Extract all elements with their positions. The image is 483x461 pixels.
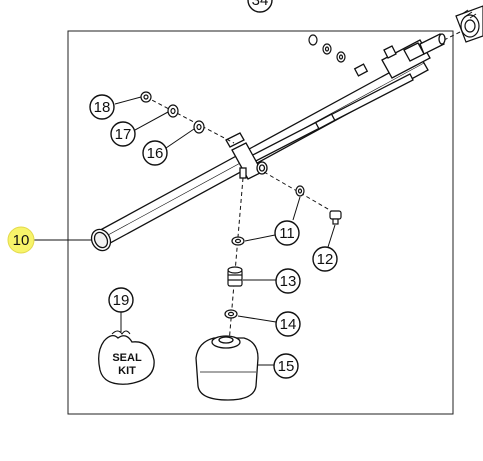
leader-12 (327, 224, 336, 248)
part-13-fitting (227, 266, 243, 287)
callout-34[interactable]: 34 (247, 0, 273, 13)
callout-15[interactable]: 15 (273, 353, 299, 379)
callout-19-label: 19 (113, 292, 130, 309)
part-17 (167, 104, 179, 118)
callout-13[interactable]: 13 (275, 268, 301, 294)
nozzle-assembly (455, 5, 483, 43)
top-washers (308, 34, 346, 63)
leader-16-17-18 (145, 96, 235, 144)
callout-14-label: 14 (280, 316, 297, 333)
callout-14[interactable]: 14 (275, 311, 301, 337)
part-o-ring (231, 236, 245, 246)
callout-16-label: 16 (147, 145, 164, 162)
callout-17-label: 17 (115, 126, 132, 143)
callout-12[interactable]: 12 (312, 246, 338, 272)
callout-10[interactable]: 10 (7, 226, 35, 254)
callout-18-label: 18 (94, 99, 111, 116)
callout-18[interactable]: 18 (89, 94, 115, 120)
leader-11-oring (244, 234, 276, 242)
callout-13-label: 13 (280, 273, 297, 290)
seal-kit-bag: SEAL KIT (98, 312, 155, 385)
callout-10-label: 10 (13, 232, 30, 249)
seal-kit-line1: SEAL (112, 352, 142, 364)
callout-10-highlight (7, 226, 35, 254)
part-14-seal (224, 309, 238, 319)
main-barrel (90, 33, 446, 252)
part-15-bottle (195, 335, 259, 401)
callout-34-label: 34 (252, 0, 269, 9)
callout-15-label: 15 (278, 358, 295, 375)
callout-11-label: 11 (279, 225, 295, 242)
leader-18 (114, 96, 142, 105)
callout-12-label: 12 (317, 251, 334, 268)
callout-19[interactable]: 19 (108, 287, 134, 313)
callout-17[interactable]: 17 (110, 121, 136, 147)
part-18 (140, 91, 152, 103)
leader-nozzle (439, 31, 461, 43)
callout-11[interactable]: 11 (274, 220, 300, 246)
diagram-frame (67, 30, 454, 415)
part-12-screw (329, 210, 342, 225)
part-11-washer (295, 185, 305, 197)
callout-16[interactable]: 16 (142, 140, 168, 166)
leader-14 (237, 315, 277, 323)
part-16 (193, 120, 205, 134)
seal-kit-line2: KIT (118, 365, 136, 377)
leader-11-washer (292, 196, 301, 221)
leader-16 (165, 128, 195, 149)
leader-17 (134, 111, 169, 131)
